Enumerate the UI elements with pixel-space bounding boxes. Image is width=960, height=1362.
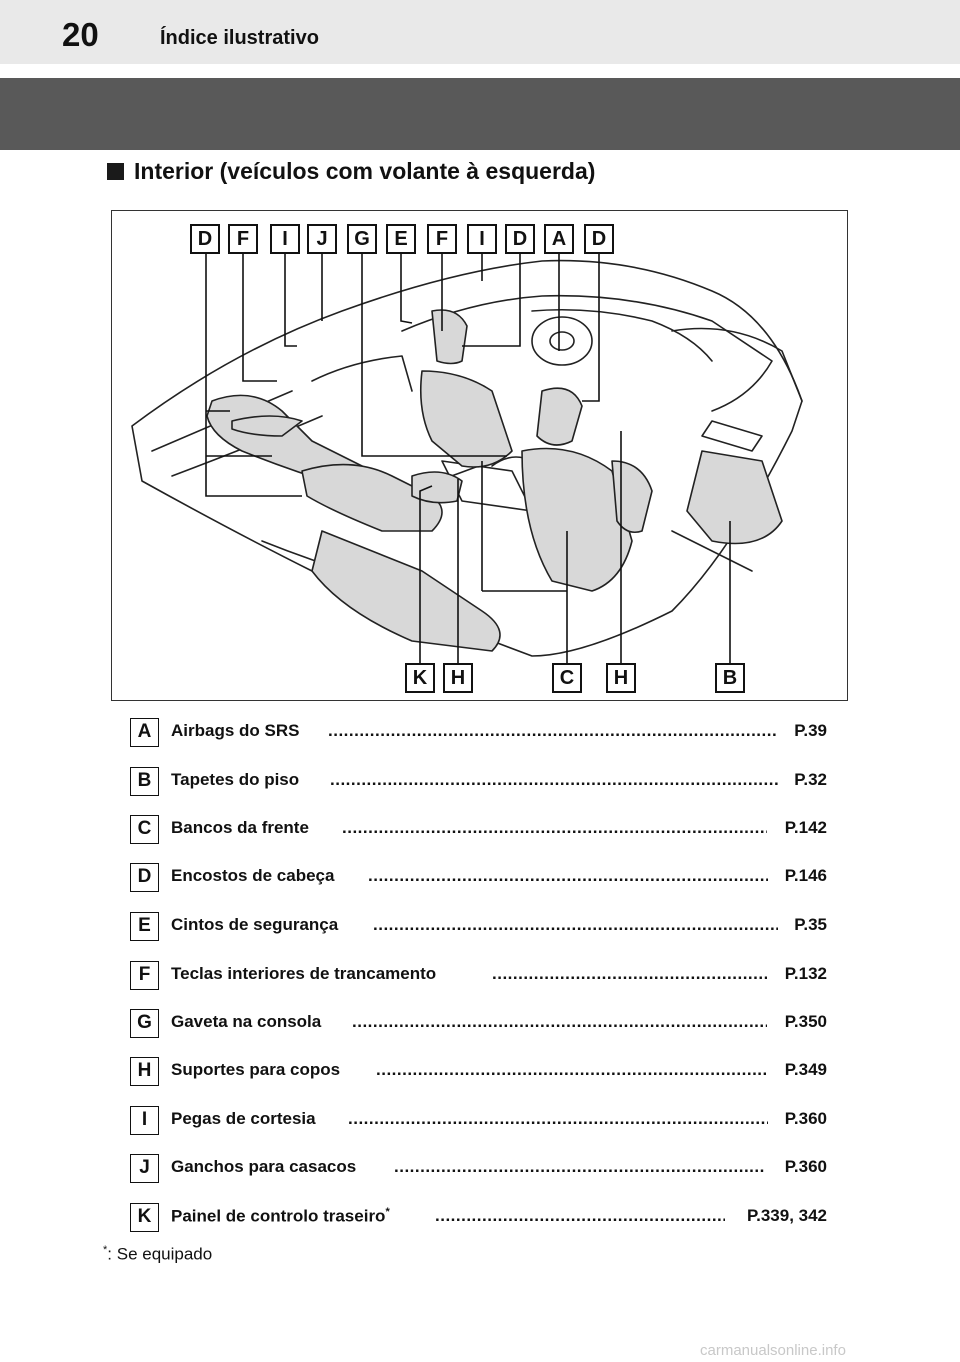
legend-item: D Encostos de cabeça ...................… (130, 863, 830, 893)
legend-label: Cintos de segurança (171, 915, 339, 934)
legend-item: G Gaveta na consola ....................… (130, 1009, 830, 1039)
legend-key: J (130, 1154, 159, 1183)
dot-leader: ........................................… (352, 1012, 767, 1031)
legend-key: A (130, 718, 159, 747)
callout-bottom-5: B (715, 663, 745, 693)
legend-page-ref[interactable]: P.39 (793, 721, 827, 741)
legend-page-ref[interactable]: P.35 (793, 915, 827, 935)
legend-label: Suportes para copos (171, 1060, 341, 1079)
legend-label: Gaveta na consola (171, 1012, 322, 1031)
callout-top-9: D (505, 224, 535, 254)
dot-leader: ........................................… (435, 1206, 725, 1225)
dot-leader: ........................................… (342, 818, 767, 837)
legend-label: Ganchos para casacos (171, 1157, 357, 1176)
legend-label: Encostos de cabeça (171, 866, 335, 885)
callout-top-7: F (427, 224, 457, 254)
legend-key: K (130, 1203, 159, 1232)
legend-item: J Ganchos para casacos .................… (130, 1154, 830, 1184)
legend-page-ref[interactable]: P.349 (783, 1060, 827, 1080)
black-square-icon (107, 163, 124, 180)
legend-item: I Pegas de cortesia ....................… (130, 1106, 830, 1136)
footnote: *: Se equipado (103, 1244, 212, 1265)
callout-bottom-4: H (606, 663, 636, 693)
page-header (0, 0, 960, 64)
legend-label: Pegas de cortesia (171, 1109, 316, 1128)
legend-page-ref[interactable]: P.146 (783, 866, 827, 886)
legend-page-ref[interactable]: P.360 (783, 1109, 827, 1129)
dot-leader: ........................................… (328, 721, 778, 740)
subheading: Interior (veículos com volante à esquerd… (107, 158, 595, 185)
legend-label-text: Painel de controlo traseiro (171, 1206, 386, 1226)
callout-top-3: I (270, 224, 300, 254)
legend-label: Painel de controlo traseiro* (171, 1206, 390, 1227)
callout-top-11: D (584, 224, 614, 254)
legend-page-ref[interactable]: P.132 (783, 964, 827, 984)
page-number: 20 (62, 16, 99, 53)
legend-page-ref[interactable]: P.32 (793, 770, 827, 790)
legend-label: Airbags do SRS (171, 721, 300, 740)
callout-top-1: D (190, 224, 220, 254)
callout-bottom-3: C (552, 663, 582, 693)
section-title: Índice ilustrativo (160, 27, 319, 49)
legend-key: I (130, 1106, 159, 1135)
legend-item: K Painel de controlo traseiro* .........… (130, 1203, 830, 1233)
dot-leader: ........................................… (330, 770, 780, 789)
legend-key: G (130, 1009, 159, 1038)
callout-top-2: F (228, 224, 258, 254)
callout-top-10: A (544, 224, 574, 254)
callout-top-6: E (386, 224, 416, 254)
dot-leader: ........................................… (368, 866, 768, 885)
legend-page-ref[interactable]: P.360 (783, 1157, 827, 1177)
footnote-text: : Se equipado (107, 1244, 213, 1264)
legend-page-ref[interactable]: P.339, 342 (745, 1206, 827, 1226)
equipment-footnote-mark: * (385, 1206, 390, 1218)
legend-label: Tapetes do piso (171, 770, 300, 789)
legend-item: A Airbags do SRS .......................… (130, 718, 830, 748)
dot-leader: ........................................… (373, 915, 778, 934)
callout-top-8: I (467, 224, 497, 254)
subheading-text: Interior (veículos com volante à esquerd… (134, 158, 596, 184)
callout-bottom-1: K (405, 663, 435, 693)
footnote-mark: * (103, 1244, 108, 1256)
callout-bottom-2: H (443, 663, 473, 693)
dot-leader: ........................................… (376, 1060, 766, 1079)
legend-key: C (130, 815, 159, 844)
legend-key: E (130, 912, 159, 941)
watermark: carmanualsonline.info (700, 1342, 846, 1359)
legend-item: B Tapetes do piso ......................… (130, 767, 830, 797)
legend-label: Bancos da frente (171, 818, 309, 837)
legend-item: E Cintos de segurança ..................… (130, 912, 830, 942)
legend-key: F (130, 961, 159, 990)
legend-page-ref[interactable]: P.142 (783, 818, 827, 838)
legend-key: D (130, 863, 159, 892)
dot-leader: ........................................… (348, 1109, 768, 1128)
legend-label: Teclas interiores de trancamento (171, 964, 437, 983)
dot-leader: ........................................… (492, 964, 767, 983)
legend-key: B (130, 767, 159, 796)
legend-item: H Suportes para copos ..................… (130, 1057, 830, 1087)
legend-item: F Teclas interiores de trancamento .....… (130, 961, 830, 991)
dot-leader: ........................................… (394, 1157, 766, 1176)
car-interior-illustration: D F I J G E F I D A D K H C H B (111, 210, 848, 701)
legend-page-ref[interactable]: P.350 (783, 1012, 827, 1032)
legend-item: C Bancos da frente .....................… (130, 815, 830, 845)
callout-top-4: J (307, 224, 337, 254)
callout-top-5: G (347, 224, 377, 254)
car-interior-drawing (131, 253, 803, 664)
header-dark-band (0, 78, 960, 150)
legend-key: H (130, 1057, 159, 1086)
